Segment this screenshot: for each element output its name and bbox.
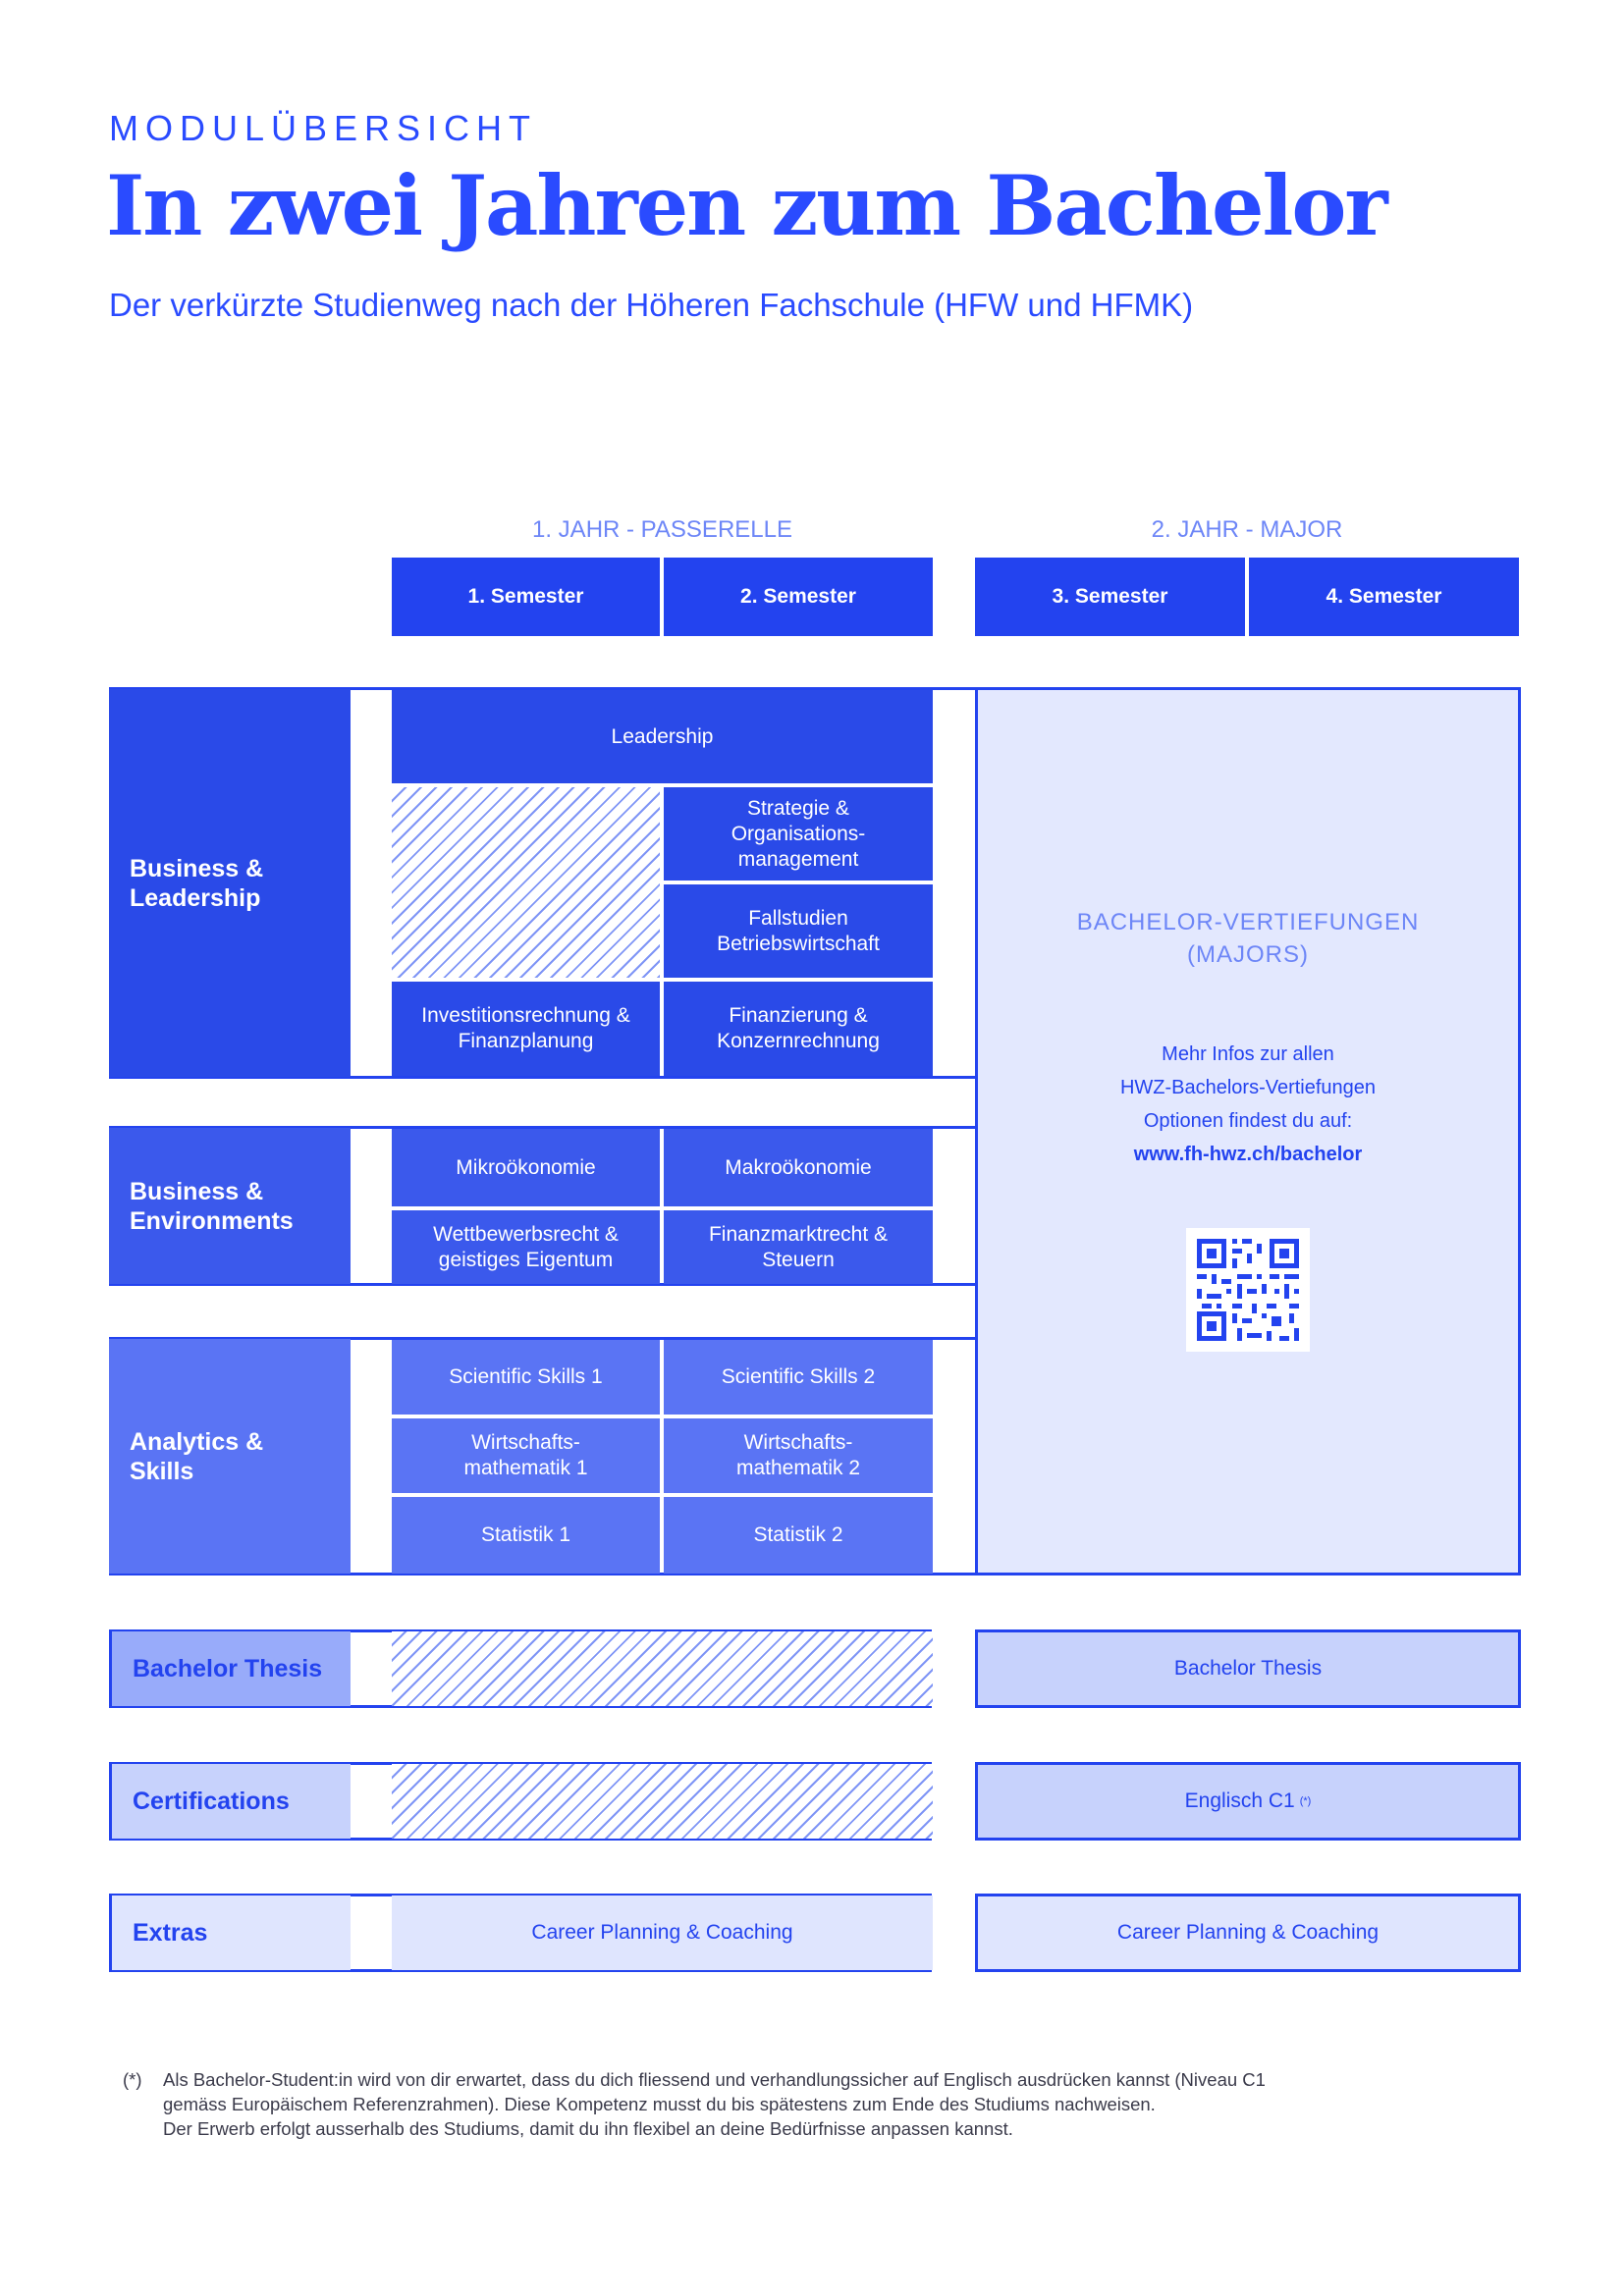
majors-panel: BACHELOR-VERTIEFUNGEN (MAJORS) Mehr Info… xyxy=(975,687,1521,1575)
certifications-row-frame xyxy=(109,1762,932,1841)
analytics-skills-frame xyxy=(109,1337,976,1575)
footnote-marker: (*) xyxy=(1299,1795,1312,1807)
footnote-marker-label: (*) xyxy=(123,2069,142,2090)
semester-1-header: 1. Semester xyxy=(392,558,660,636)
business-leadership-frame xyxy=(109,687,976,1079)
extras-cell-year-1: Career Planning & Coaching xyxy=(392,1896,933,1970)
majors-info: Mehr Infos zur allen HWZ-Bachelors-Verti… xyxy=(978,1038,1518,1171)
module-investitionsrechnung: Investitionsrechnung &Finanzplanung xyxy=(392,982,660,1076)
footnote-text: Als Bachelor-Student:in wird von dir erw… xyxy=(163,2069,1266,2139)
module-finanzmarktrecht: Finanzmarktrecht &Steuern xyxy=(664,1210,933,1284)
module-finanzierung: Finanzierung &Konzernrechnung xyxy=(664,982,933,1076)
majors-title: BACHELOR-VERTIEFUNGEN (MAJORS) xyxy=(1076,909,1420,968)
module-wirtschaftsmathematik-2: Wirtschafts-mathematik 2 xyxy=(664,1418,933,1493)
semester-3-header: 3. Semester xyxy=(975,558,1245,636)
page-title: In zwei Jahren zum Bachelor xyxy=(106,157,1388,254)
module-statistik-2: Statistik 2 xyxy=(664,1497,933,1574)
module-wettbewerbsrecht: Wettbewerbsrecht &geistiges Eigentum xyxy=(392,1210,660,1284)
business-environments-frame xyxy=(109,1126,976,1286)
hatched-empty xyxy=(392,787,660,978)
extras-label: Extras xyxy=(109,1896,351,1970)
business-environments-label: Business &Environments xyxy=(109,1128,351,1284)
year-label-2: 2. JAHR - MAJOR xyxy=(1151,516,1343,543)
module-wirtschaftsmathematik-1: Wirtschafts-mathematik 1 xyxy=(392,1418,660,1493)
majors-url-link[interactable]: www.fh-hwz.ch/bachelor xyxy=(1133,1144,1363,1165)
module-mikrooekonomie: Mikroökonomie xyxy=(392,1129,660,1206)
module-statistik-1: Statistik 1 xyxy=(392,1497,660,1574)
module-scientific-skills-2: Scientific Skills 2 xyxy=(664,1340,933,1415)
certifications-label: Certifications xyxy=(109,1764,351,1839)
analytics-skills-label: Analytics &Skills xyxy=(109,1339,351,1574)
module-leadership: Leadership xyxy=(392,690,933,783)
page-subtitle: Der verkürzte Studienweg nach der Höhere… xyxy=(109,287,1194,323)
thesis-major-cell: Bachelor Thesis xyxy=(975,1629,1521,1708)
thesis-hatched-empty xyxy=(392,1631,933,1706)
thesis-row-frame xyxy=(109,1629,932,1708)
certifications-hatched-empty xyxy=(392,1764,933,1839)
certifications-major-cell: Englisch C1(*) xyxy=(975,1762,1521,1841)
year-label-1: 1. JAHR - PASSERELLE xyxy=(532,516,792,543)
module-scientific-skills-1: Scientific Skills 1 xyxy=(392,1340,660,1415)
extras-row-frame xyxy=(109,1894,932,1972)
module-strategie: Strategie &Organisations-management xyxy=(664,787,933,881)
semester-2-header: 2. Semester xyxy=(664,558,933,636)
eyebrow: MODULÜBERSICHT xyxy=(109,108,538,148)
business-leadership-label: Business &Leadership xyxy=(109,689,351,1077)
thesis-label: Bachelor Thesis xyxy=(109,1631,351,1706)
extras-cell-year-2: Career Planning & Coaching xyxy=(975,1894,1521,1972)
module-makrooekonomie: Makroökonomie xyxy=(664,1129,933,1206)
semester-4-header: 4. Semester xyxy=(1249,558,1519,636)
qr-code-icon xyxy=(1186,1228,1310,1352)
